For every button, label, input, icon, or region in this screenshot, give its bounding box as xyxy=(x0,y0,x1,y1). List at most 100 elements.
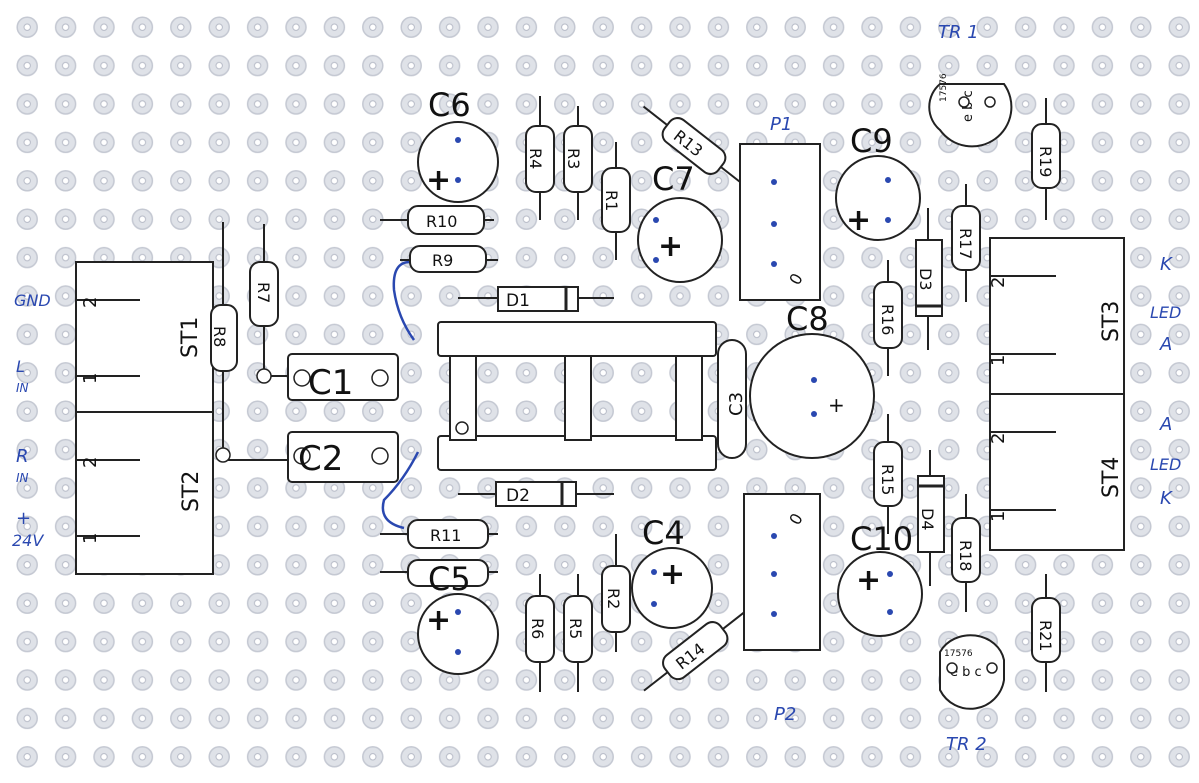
note-led-top: LED xyxy=(1150,303,1181,322)
resistor-r9: R9 xyxy=(400,245,498,273)
resistor-r11: R11 xyxy=(380,519,498,549)
svg-text:R2: R2 xyxy=(604,588,623,609)
resistor-r6: R6 xyxy=(525,574,555,692)
transistor-tr2: 17576 e b c TR 2 xyxy=(939,634,1005,755)
resistor-r4: R4 xyxy=(525,96,555,220)
svg-text:2: 2 xyxy=(988,277,1009,288)
cap-c7: + C7 xyxy=(637,160,723,283)
film-cap-c3: C3 xyxy=(717,339,747,459)
svg-text:1: 1 xyxy=(988,355,1009,366)
st2-label: ST2 xyxy=(179,471,204,512)
resistor-unlabelled-lower xyxy=(380,559,498,587)
diode-d4: D4 xyxy=(917,450,945,586)
svg-text:C6: C6 xyxy=(428,86,471,124)
connector-st1: 2 1 ST1 xyxy=(75,261,214,413)
resistor-r3: R3 xyxy=(563,106,593,220)
svg-text:C8: C8 xyxy=(786,300,829,338)
svg-text:+: + xyxy=(426,163,451,198)
svg-text:D3: D3 xyxy=(916,268,935,291)
jumper-wire-bottom xyxy=(381,451,420,530)
resistor-r17: R17 xyxy=(951,184,981,302)
svg-text:ST3: ST3 xyxy=(1099,301,1124,342)
jumper-wire-top xyxy=(392,260,416,341)
svg-text:R9: R9 xyxy=(432,251,453,270)
resistor-r5: R5 xyxy=(563,574,593,692)
cap-c10: + C10 xyxy=(837,520,923,637)
resistor-r15: R15 xyxy=(873,414,903,534)
svg-text:C5: C5 xyxy=(428,560,471,598)
note-a-top: A xyxy=(1159,334,1172,355)
note-r-in: IN xyxy=(16,471,29,485)
svg-text:R15: R15 xyxy=(878,464,897,495)
cap-c5: + C5 xyxy=(417,560,499,675)
st2-pin-1: 1 xyxy=(80,533,101,544)
svg-text:+: + xyxy=(660,557,685,592)
ic-heatsink-block xyxy=(437,321,717,471)
svg-text:R18: R18 xyxy=(956,540,975,571)
cap-c9: + C9 xyxy=(835,122,921,241)
svg-text:R21: R21 xyxy=(1036,620,1055,651)
svg-text:R5: R5 xyxy=(566,618,585,639)
svg-text:R10: R10 xyxy=(426,212,457,231)
resistor-r8: R8 xyxy=(210,304,238,372)
resistor-r7: R7 xyxy=(249,261,279,327)
svg-text:1: 1 xyxy=(988,511,1009,522)
resistor-r18: R18 xyxy=(951,494,981,612)
connector-st2: 2 1 ST2 xyxy=(75,411,214,575)
transistor-tr1: 17576 e b c TR 1 xyxy=(928,22,1013,148)
pot-p2: 0 P2 xyxy=(743,493,821,725)
svg-text:R6: R6 xyxy=(528,618,547,639)
resistor-r21: R21 xyxy=(1031,574,1061,692)
resistor-r2: R2 xyxy=(601,534,631,652)
svg-text:C4: C4 xyxy=(642,514,685,552)
diode-d3: D3 xyxy=(915,208,943,350)
cap-c4: + C4 xyxy=(631,514,713,629)
svg-text:D4: D4 xyxy=(918,508,937,531)
connector-st3: 2 1 ST3 xyxy=(988,237,1125,395)
st2-pin-2: 2 xyxy=(80,457,101,468)
st1-label: ST1 xyxy=(178,317,203,358)
svg-text:P2: P2 xyxy=(774,704,796,725)
diode-d1: D1 xyxy=(458,286,614,312)
svg-text:2: 2 xyxy=(988,433,1009,444)
svg-text:R16: R16 xyxy=(878,304,897,335)
svg-text:C2: C2 xyxy=(298,439,343,479)
svg-text:TR 2: TR 2 xyxy=(946,734,987,755)
svg-text:R11: R11 xyxy=(430,526,461,545)
svg-text:C10: C10 xyxy=(850,520,913,558)
note-r: R xyxy=(16,446,29,467)
svg-text:D2: D2 xyxy=(506,486,530,506)
note-plus: + xyxy=(16,508,31,529)
svg-text:+: + xyxy=(856,563,881,598)
note-gnd: GND xyxy=(14,291,51,310)
film-cap-c1: C1 xyxy=(287,353,399,403)
svg-text:TR 1: TR 1 xyxy=(938,22,979,43)
svg-text:R19: R19 xyxy=(1036,146,1055,177)
pot-p1: 0 P1 xyxy=(739,114,821,301)
svg-text:P1: P1 xyxy=(770,114,792,135)
resistor-r19: R19 xyxy=(1031,98,1061,220)
svg-text:e b c: e b c xyxy=(950,665,982,680)
st1-pin-2: 2 xyxy=(80,297,101,308)
note-l-in: IN xyxy=(16,381,29,395)
note-led-bottom: LED xyxy=(1150,455,1181,474)
note-k-bottom: K xyxy=(1160,488,1173,509)
svg-text:R3: R3 xyxy=(564,148,583,169)
svg-text:C3: C3 xyxy=(726,392,747,416)
resistor-r13: R13 xyxy=(642,105,747,188)
connector-st4: 2 1 ST4 xyxy=(988,393,1125,551)
resistor-r10: R10 xyxy=(380,205,494,235)
note-a-bottom: A xyxy=(1159,414,1172,435)
resistor-r16: R16 xyxy=(873,260,903,376)
svg-text:R8: R8 xyxy=(210,326,229,347)
svg-text:17576: 17576 xyxy=(944,649,973,659)
svg-text:C7: C7 xyxy=(652,160,695,198)
note-l: L xyxy=(16,357,25,376)
st1-pin-1: 1 xyxy=(80,373,101,384)
note-k-top: K xyxy=(1160,254,1173,275)
svg-text:C1: C1 xyxy=(308,363,353,403)
cap-c8: + C8 xyxy=(749,300,875,459)
svg-text:+: + xyxy=(846,203,871,238)
svg-text:R17: R17 xyxy=(956,228,975,259)
